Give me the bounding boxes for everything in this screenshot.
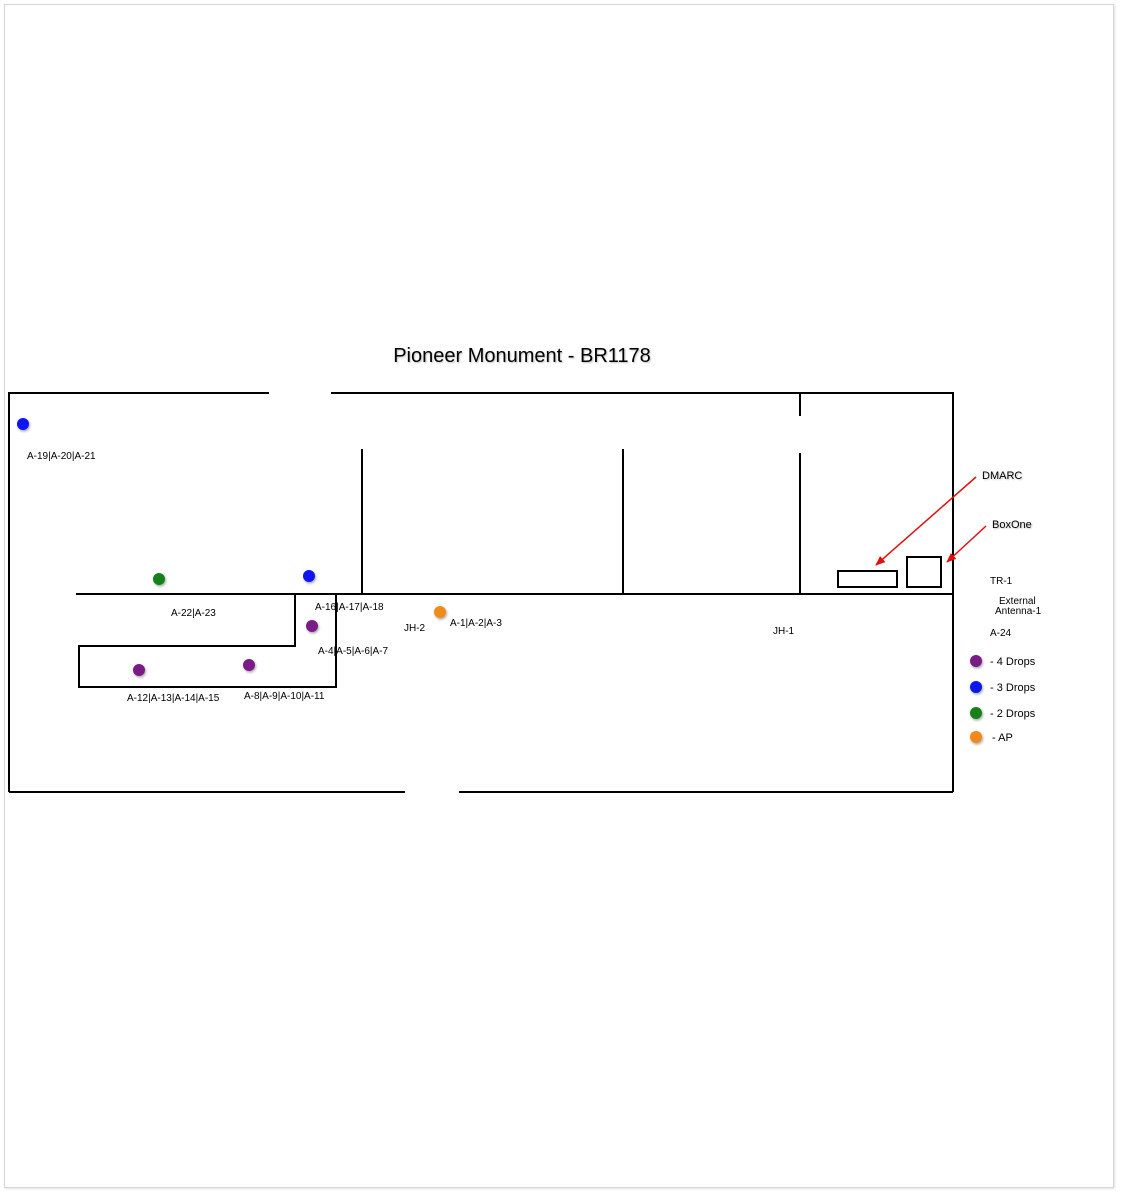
- dmarc-arrow: [875, 476, 977, 566]
- drop-marker: [153, 573, 165, 585]
- outer-walls: [8, 392, 954, 793]
- drop-label: A-19|A-20|A-21: [27, 451, 96, 462]
- drop-label: A-4|A-5|A-6|A-7: [318, 646, 388, 657]
- drop-marker: [303, 570, 315, 582]
- legend-label: - 3 Drops: [990, 682, 1036, 694]
- page-frame: [4, 4, 1114, 1188]
- l-shaped-counter: [78, 594, 337, 688]
- drop-label: A-22|A-23: [171, 608, 216, 619]
- legend-swatch: [970, 681, 982, 693]
- external-antenna-label-line1: External: [999, 596, 1036, 607]
- legend-swatch: [970, 731, 982, 743]
- legend-label: - AP: [992, 732, 1013, 744]
- boxone-box: [906, 556, 942, 588]
- legend-label: - 2 Drops: [990, 708, 1036, 720]
- jh2-label: JH-2: [404, 623, 426, 634]
- drop-label: A-12|A-13|A-14|A-15: [127, 693, 220, 704]
- jh1-label: JH-1: [773, 626, 795, 637]
- drop-label: A-16|A-17|A-18: [315, 602, 384, 613]
- tr1-label: TR-1: [990, 576, 1013, 587]
- legend-swatch: [970, 655, 982, 667]
- access-point-marker: [434, 606, 446, 618]
- drop-marker: [17, 418, 29, 430]
- dmarc-label: DMARC: [982, 470, 1022, 482]
- boxone-label: BoxOne: [992, 519, 1032, 531]
- interior-walls: [76, 393, 953, 688]
- drop-markers: [17, 418, 446, 676]
- legend: - 4 Drops - 3 Drops - 2 Drops - AP: [970, 655, 1036, 744]
- boxone-arrow: [946, 525, 987, 563]
- external-antenna-label-line2: Antenna-1: [995, 606, 1042, 617]
- a24-label: A-24: [990, 628, 1012, 639]
- drop-label: A-8|A-9|A-10|A-11: [244, 691, 325, 702]
- drop-marker: [243, 659, 255, 671]
- drop-label: A-1|A-2|A-3: [450, 618, 502, 629]
- drop-marker: [306, 620, 318, 632]
- legend-label: - 4 Drops: [990, 656, 1036, 668]
- dmarc-box: [837, 570, 898, 588]
- legend-swatch: [970, 707, 982, 719]
- diagram-title: Pioneer Monument - BR1178: [393, 345, 651, 367]
- drop-labels: A-19|A-20|A-21 A-22|A-23 A-16|A-17|A-18 …: [27, 451, 502, 704]
- drop-marker: [133, 664, 145, 676]
